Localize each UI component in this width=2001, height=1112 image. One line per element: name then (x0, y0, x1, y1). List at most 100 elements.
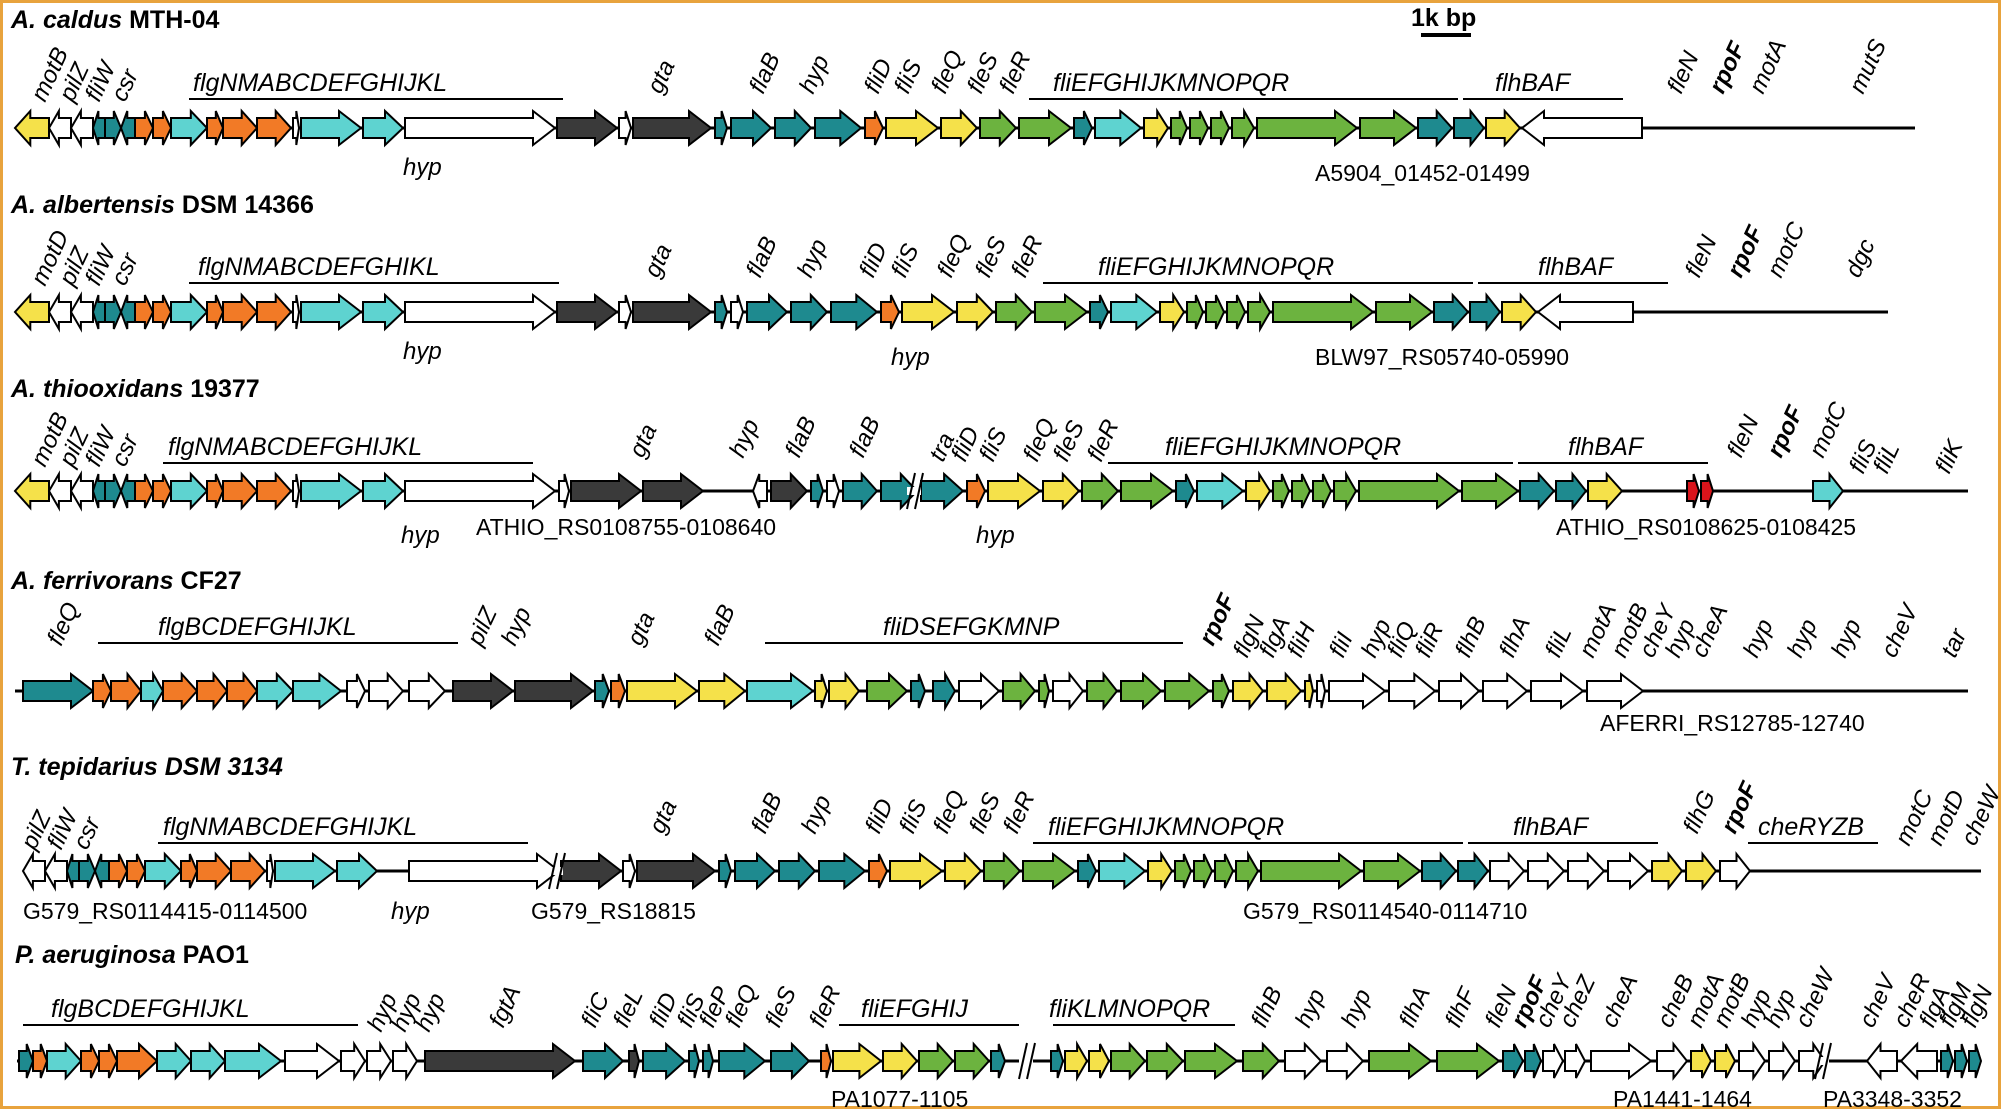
gene-arrow (162, 671, 199, 711)
gene-arrow (1304, 673, 1315, 709)
gene-arrow (362, 471, 405, 511)
gene-arrow (774, 108, 813, 148)
gene-arrow (126, 853, 147, 889)
gene-arrow (730, 294, 745, 330)
gene-arrow (910, 673, 927, 709)
operon-label: flgNMABCDEFGHIKL (198, 253, 440, 281)
gene-arrow (119, 110, 136, 146)
gene-arrow (944, 851, 983, 891)
gene-arrow (1555, 471, 1588, 511)
gene-arrow (1333, 470, 1358, 512)
gene-arrow (1272, 473, 1291, 509)
gene-label: fleN (1722, 411, 1765, 462)
gene-arrow (1147, 850, 1174, 892)
gene-label: flhB (1450, 613, 1492, 662)
break-gap (1019, 1057, 1033, 1065)
gene-arrow (452, 671, 515, 711)
gene-label: fliS (889, 56, 928, 98)
gene-labels: motB pilZ fliW csr hyp gta flaB hyp fliD… (26, 35, 1892, 181)
gene-arrow (256, 292, 293, 332)
gene-arrow (622, 853, 637, 889)
gene-arrow (882, 1041, 919, 1081)
gene-labels: pilZ fliW csr hyp gta flaB hyp fliD fliS… (16, 777, 2001, 925)
gene-arrow (1316, 673, 1327, 709)
gene-arrow (144, 851, 183, 891)
gene-arrow (408, 851, 561, 891)
gene-arrow (1433, 292, 1470, 332)
gene-arrow (1461, 471, 1520, 511)
gene-arrow (190, 1041, 227, 1081)
operon-label: flgBCDEFGHIJKL (158, 613, 357, 641)
gene-label: cheW (1956, 780, 2001, 849)
gene-arrow (618, 294, 633, 330)
gene-arrow (1326, 1041, 1365, 1081)
gene-arrow (1738, 1040, 1767, 1082)
gene-arrow (366, 1040, 393, 1082)
break-mark (1018, 1042, 1028, 1080)
gene-arrow (864, 110, 885, 146)
gene-track (17, 1040, 1983, 1082)
gene-label: hyp (1826, 615, 1867, 661)
gene-arrow (1700, 473, 1715, 509)
gene-label: dgc (1840, 235, 1881, 281)
gene-arrow (688, 1043, 701, 1079)
gene-label: hyp (391, 898, 430, 925)
gene-arrow (226, 671, 259, 711)
gene-arrow (1226, 294, 1247, 330)
gene-arrow (1073, 110, 1094, 146)
gene-arrow (1210, 110, 1231, 146)
gene-arrow (990, 1043, 1007, 1079)
gene-arrow (1421, 851, 1458, 891)
gene-arrow (956, 292, 995, 332)
break-gap (907, 487, 921, 495)
gene-label: hyp (794, 51, 835, 97)
gene-arrow (222, 471, 259, 511)
gene-label: fliS (974, 424, 1013, 466)
gene-arrow (1865, 1041, 1898, 1081)
gene-arrow (1485, 108, 1522, 148)
gene-arrow (1482, 671, 1529, 711)
gene-label: gta (639, 240, 678, 282)
gene-arrow (932, 670, 957, 712)
gene-arrow (556, 292, 619, 332)
gene-arrow (628, 1043, 641, 1079)
gene-arrow (1050, 1043, 1065, 1079)
gene-arrow (1022, 851, 1077, 891)
gene-arrow (404, 292, 557, 332)
gene-arrow (119, 473, 136, 509)
locus-label: PA3348-3352 (1823, 1086, 1962, 1112)
gene-arrow (340, 1040, 367, 1082)
gene-arrow (408, 671, 447, 711)
gene-arrow (714, 294, 729, 330)
gene-arrow (292, 294, 301, 330)
gene-arrow (642, 1041, 687, 1081)
gene-arrow (1520, 108, 1643, 148)
locus-label: G579_RS18815 (531, 898, 696, 924)
gene-arrow (1098, 851, 1147, 891)
gene-arrow (32, 1043, 49, 1079)
gene-arrow (1714, 1043, 1737, 1079)
gene-arrow (170, 108, 209, 148)
gene-arrow (866, 671, 909, 711)
gene-arrow (1686, 473, 1701, 509)
gene-arrow (1564, 1043, 1587, 1079)
gene-arrow (610, 673, 627, 709)
gene-arrow (22, 671, 95, 711)
gene-label: rpoF (1716, 777, 1764, 838)
organism-label: A. albertensis DSM 14366 (10, 191, 314, 219)
operon-label: flgNMABCDEFGHIJKL (163, 813, 417, 841)
gene-label: motC (1804, 398, 1853, 462)
gene-arrow (1042, 471, 1081, 511)
gene-label: fliS (886, 240, 925, 282)
gene-label: rpoF (1722, 221, 1770, 282)
gene-arrow (868, 853, 889, 889)
gene-arrow (1143, 107, 1170, 149)
operon-label: flhBAF (1513, 813, 1590, 841)
gene-labels: hyp hyp hyp fgtA fliC fleL fliD fliS fle… (362, 962, 1999, 1035)
gene-arrow (1193, 853, 1214, 889)
gene-arrow (284, 1041, 341, 1081)
gene-arrow (832, 1041, 883, 1081)
gene-arrow (1256, 108, 1359, 148)
gene-arrow (698, 671, 747, 711)
gene-label: fleR (1082, 415, 1125, 465)
